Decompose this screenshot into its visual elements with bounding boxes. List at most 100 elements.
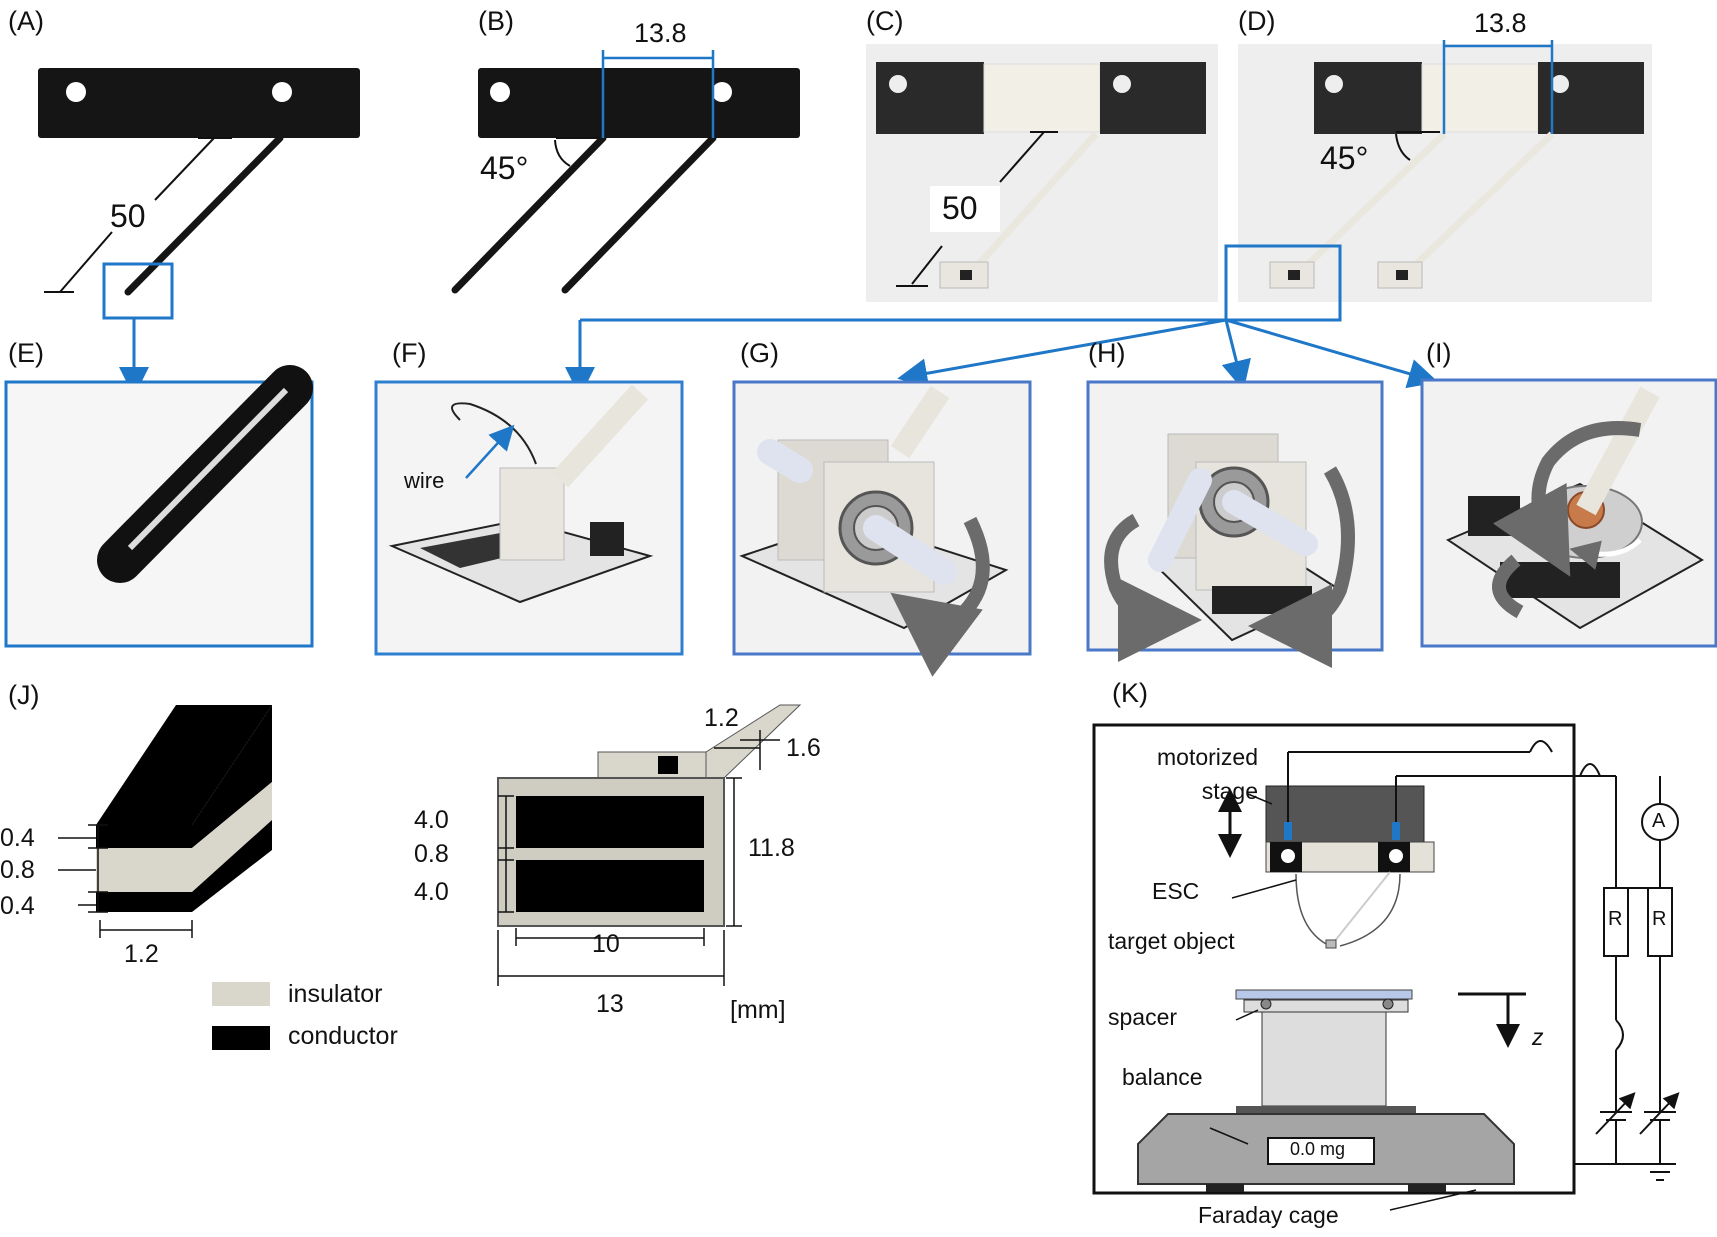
- cross-section-width: 1.2: [124, 940, 159, 968]
- mount-hole: [1325, 75, 1343, 93]
- wire-label: wire: [404, 468, 445, 493]
- legend-conductor-label: conductor: [288, 1022, 398, 1050]
- conductor-block: [1212, 586, 1312, 614]
- rotation-arrow: [1492, 421, 1642, 577]
- pad-conductor-upper: [516, 796, 704, 848]
- panel-label-h: (H): [1088, 338, 1126, 368]
- external-circuit: [1574, 776, 1676, 1181]
- panel-a: [38, 68, 360, 397]
- dim-length-label: 50: [110, 198, 146, 234]
- balance-display: [1267, 1137, 1375, 1165]
- esc-base-white: [1421, 63, 1539, 133]
- esc-base-black-left: [876, 62, 984, 134]
- resistor-label-right: R: [1652, 908, 1667, 930]
- pad-arm: [705, 704, 802, 779]
- dim-line: [911, 245, 943, 285]
- base-sheet: [388, 518, 654, 604]
- electrode: [1284, 822, 1292, 840]
- pad-lower-height: 4.0: [414, 878, 449, 906]
- esc-base-black-right: [1100, 62, 1206, 134]
- esc-base-white: [983, 63, 1101, 133]
- pad-total-height: 11.8: [748, 834, 795, 862]
- esc-wire: [1339, 873, 1401, 947]
- pointer: [1247, 793, 1273, 805]
- pad-inner-width: 10: [592, 930, 620, 958]
- angle-label: 45°: [1320, 140, 1369, 176]
- esc-label: ESC: [1152, 878, 1200, 904]
- esc-pad-conductor: [1396, 270, 1408, 280]
- balance-foot: [1206, 1184, 1244, 1192]
- panel-label-k: (K): [1112, 678, 1148, 708]
- pointer: [1231, 879, 1297, 899]
- mount-hole: [889, 75, 907, 93]
- spacer-label: spacer: [1108, 1004, 1178, 1030]
- rotation-arrow-white: [1569, 538, 1642, 570]
- pad-top-conductor: [658, 756, 678, 774]
- pointer: [1209, 1127, 1249, 1145]
- unit-label: [mm]: [730, 996, 786, 1024]
- layer-top-thickness: 0.4: [0, 824, 35, 852]
- pad-top-block: [597, 751, 707, 779]
- esc-base-plate: [38, 68, 360, 138]
- esc-arm: [1576, 386, 1660, 516]
- esc-arm: [969, 131, 1099, 275]
- balance-foot: [1408, 1184, 1446, 1192]
- faraday-cage-label: Faraday cage: [1198, 1202, 1339, 1228]
- rotation-arrow-right: [1248, 466, 1355, 668]
- side-layer-top: [192, 705, 272, 848]
- layer-bottom-thickness: 0.4: [0, 892, 35, 920]
- conductor-block: [590, 522, 624, 556]
- mount-hole: [490, 82, 510, 102]
- top-face: [96, 705, 272, 825]
- balance-label: balance: [1122, 1064, 1203, 1090]
- variable-source-arrow: [1595, 1092, 1636, 1135]
- dim-length-label: 50: [942, 190, 978, 226]
- mount-hole: [712, 82, 732, 102]
- variable-source-arrow: [1639, 1092, 1680, 1135]
- faraday-cage: [1092, 723, 1576, 1195]
- panel-label-b: (B): [478, 6, 514, 36]
- ammeter: [1641, 803, 1679, 841]
- gap-dim-label: 13.8: [634, 18, 687, 48]
- esc-arm-left: [451, 134, 607, 294]
- esc-base-black-right: [1538, 62, 1644, 134]
- front-bottom-conductor: [96, 892, 192, 912]
- balance-readout: 0.0 mg: [1290, 1139, 1346, 1159]
- wire-pointer: [465, 424, 515, 479]
- esc-arm-right: [1405, 131, 1555, 275]
- resistor: [1603, 887, 1629, 957]
- esc-base-plate: [478, 68, 800, 138]
- target-object-label: target object: [1108, 928, 1235, 954]
- angle-arc: [554, 139, 571, 167]
- esc-pad: [1325, 939, 1337, 949]
- wire-highlight: [127, 387, 289, 551]
- legend-insulator-label: insulator: [288, 980, 383, 1008]
- motorized-stage-label: motorized stage: [1157, 744, 1258, 804]
- esc-arm: [1333, 871, 1391, 943]
- panel-label-i: (I): [1426, 338, 1452, 368]
- panel-k: [1092, 723, 1680, 1211]
- shaft: [1222, 490, 1318, 556]
- panel-label-c: (C): [866, 6, 904, 36]
- pad-upper-height: 4.0: [414, 806, 449, 834]
- wire: [451, 402, 537, 465]
- gap-dim-label: 13.8: [1474, 8, 1527, 38]
- panel-label-g: (G): [740, 338, 779, 368]
- bolt: [1387, 847, 1405, 865]
- esc-pad-conductor: [960, 270, 972, 280]
- panel-e: [4, 365, 314, 648]
- front-top-conductor: [96, 825, 192, 848]
- shaft-back: [757, 439, 813, 483]
- pad-gap-height: 0.8: [414, 840, 449, 868]
- panel-label-j: (J): [8, 680, 40, 710]
- front-insulator: [96, 848, 192, 892]
- panel-d: [1224, 40, 1652, 322]
- panel-label-a: (A): [8, 6, 44, 36]
- panel-j-cross-section: [58, 705, 272, 938]
- width-dim: [99, 920, 193, 938]
- pad-dims: [497, 730, 780, 986]
- pad-conductor-lower: [516, 860, 704, 912]
- rotation-arrow: [890, 516, 990, 677]
- label-backdrop: [930, 186, 1000, 232]
- dim-line: [999, 131, 1045, 183]
